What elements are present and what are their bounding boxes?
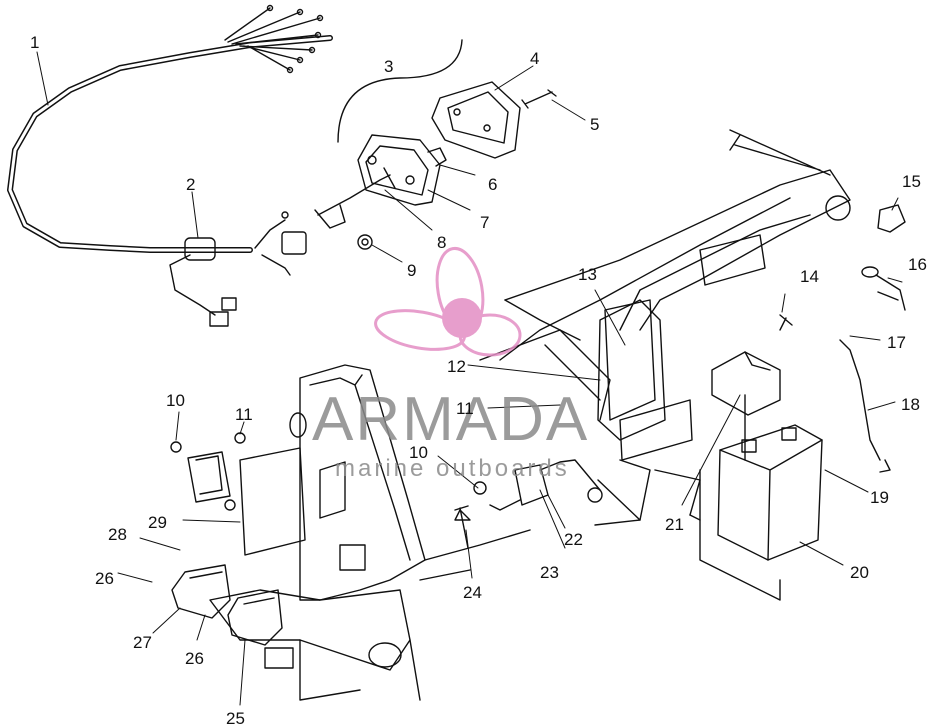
callout-label: 13	[578, 265, 597, 284]
callout-label: 17	[887, 333, 906, 352]
lamp-nut	[357, 234, 373, 250]
callout-label: 7	[480, 213, 489, 232]
callout-label: 11	[235, 405, 253, 424]
callout-label: 5	[590, 115, 599, 134]
callout-label: 2	[186, 175, 195, 194]
rectifier-regulator	[170, 432, 246, 511]
callout-label: 16	[908, 255, 927, 274]
callout-label: 18	[901, 395, 920, 414]
callout-label: 25	[226, 709, 245, 726]
terminal-cap	[877, 204, 906, 233]
callout-label: 26	[185, 649, 204, 668]
callout-label: 29	[148, 513, 167, 532]
tail-lamp-lens	[431, 81, 521, 159]
fuse-block-right	[227, 589, 283, 646]
lamp-socket	[314, 174, 391, 229]
battery-cover	[711, 351, 781, 416]
fuse-block-left	[171, 564, 231, 619]
callout-label: 10	[409, 443, 428, 462]
callout-label: 23	[540, 563, 559, 582]
callout-label: 20	[850, 563, 869, 582]
propeller-logo-icon	[374, 246, 522, 357]
callout-label: 11	[456, 399, 474, 418]
callout-label: 12	[447, 357, 466, 376]
callout-label: 22	[564, 530, 583, 549]
callout-label: 10	[166, 391, 185, 410]
callout-label: 3	[384, 57, 393, 76]
support-frame	[209, 364, 531, 701]
callout-label: 6	[488, 175, 497, 194]
armada-watermark: ARMADA marine outboards	[312, 246, 589, 482]
battery-cable	[839, 339, 881, 461]
lamp-bolt	[521, 89, 557, 109]
callout-label: 9	[407, 261, 416, 280]
callout-label: 1	[30, 33, 39, 52]
callout-label: 14	[800, 267, 819, 286]
callout-label: 8	[437, 233, 446, 252]
wiring-harness	[7, 4, 333, 327]
tail-lamp-housing	[357, 134, 447, 206]
callout-label: 19	[870, 488, 889, 507]
callout-label: 27	[133, 633, 152, 652]
battery	[699, 394, 823, 601]
callout-label: 26	[95, 569, 114, 588]
watermark-tagline: marine outboards	[335, 455, 570, 482]
callout-label: 28	[108, 525, 127, 544]
callout-label: 24	[463, 583, 482, 602]
callout-label: 21	[665, 515, 684, 534]
watermark-brand: ARMADA	[312, 385, 589, 454]
callout-label: 15	[902, 172, 921, 191]
callout-label: 4	[530, 49, 539, 68]
